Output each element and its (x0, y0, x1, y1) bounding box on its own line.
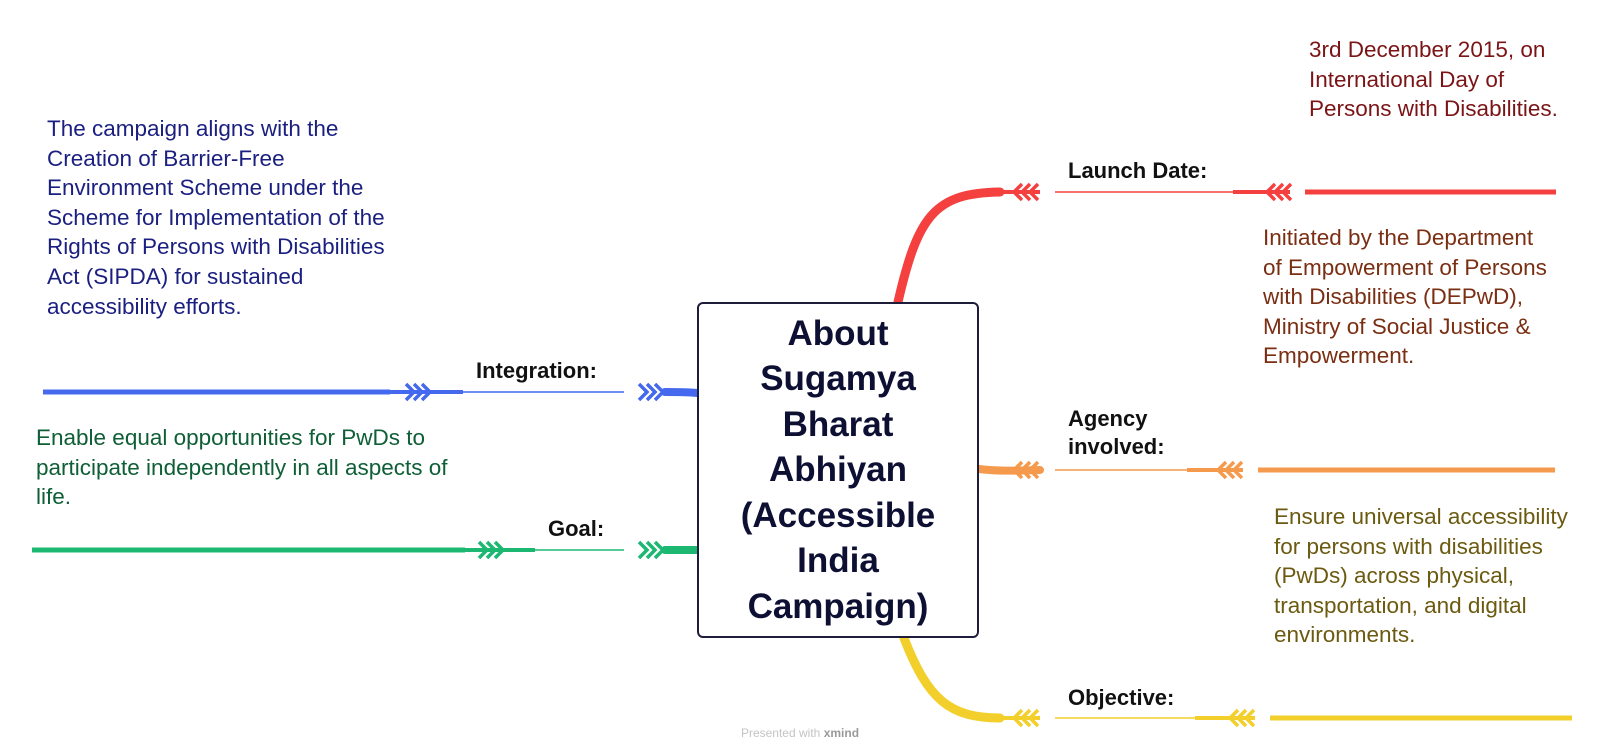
presented-with-footer: Presented with xmind (0, 726, 1600, 740)
objective-chevrons-right-icon (1227, 708, 1256, 728)
goal-label: Goal: (548, 516, 605, 541)
integration-chevrons-left-icon (404, 382, 433, 402)
integration-label: Integration: (476, 358, 597, 383)
goal-chevrons-left-icon (477, 540, 506, 560)
presented-with-text: Presented with (740, 726, 821, 740)
central-topic[interactable]: About Sugamya Bharat Abhiyan (Accessible… (697, 302, 979, 638)
agency-branch-curve (975, 465, 1044, 475)
xmind-brand: xmind (823, 726, 860, 740)
agency-chevrons-left-icon (1011, 460, 1040, 480)
agency-involved-label: Agency involved: (1068, 406, 1165, 459)
agency-chevrons-right-icon (1215, 460, 1244, 480)
integration-detail: The campaign aligns with the Creation of… (47, 116, 385, 319)
objective-detail: Ensure universal accessibility for perso… (1274, 504, 1568, 648)
objective-chevrons-left-icon (1011, 708, 1040, 728)
launch-date-label: Launch Date: (1068, 158, 1208, 183)
objective-label: Objective: (1068, 685, 1175, 710)
launch-chevrons-left-icon (1011, 182, 1040, 202)
launch-date-detail: 3rd December 2015, on International Day … (1309, 37, 1558, 122)
launch-chevrons-right-icon (1264, 182, 1293, 202)
launch-branch-curve (893, 187, 1005, 307)
objective-branch-curve (899, 633, 1005, 723)
integration-branch-curve (661, 388, 701, 397)
integration-chevrons-right-icon (637, 382, 666, 402)
agency-involved-detail: Initiated by the Department of Empowerme… (1263, 225, 1547, 369)
goal-chevrons-right-icon (637, 540, 666, 560)
goal-detail: Enable equal opportunities for PwDs to p… (36, 425, 448, 510)
central-topic-title: About Sugamya Bharat Abhiyan (Accessible… (740, 313, 936, 626)
